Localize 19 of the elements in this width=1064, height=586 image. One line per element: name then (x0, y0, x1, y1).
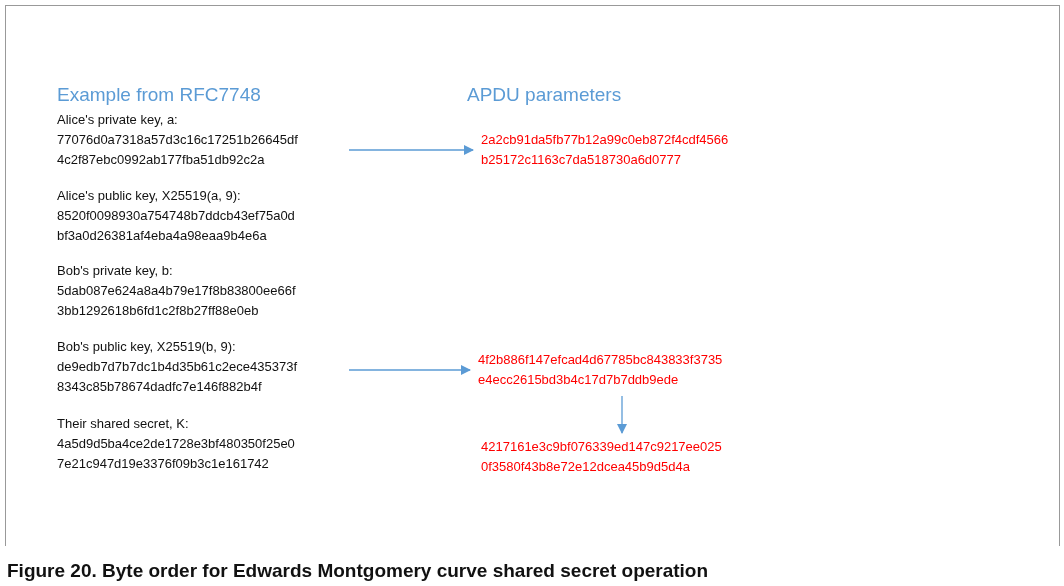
hex-value: 4a5d9d5ba4ce2de1728e3bf480350f25e0 7e21c947d19e3376f09b3c1e161742 (57, 435, 296, 473)
hex-value: 4217161e3c9bf076339ed147c9217ee025 0f3580f43b8e72e12dcea45b9d5d4a (481, 438, 723, 476)
key-heading: Alice's private key, a: (57, 111, 178, 129)
key-heading: Alice's public key, X25519(a, 9): (57, 187, 241, 205)
key-heading: Their shared secret, K: (57, 415, 189, 433)
column-heading: Example from RFC7748 (57, 84, 261, 106)
hex-value: de9edb7d7b7dc1b4d35b61c2ece435373f 8343c85b78674dadfc7e146f882b4f (57, 358, 298, 396)
hex-value: 77076d0a7318a57d3c16c17251b26645df 4c2f87ebc0992ab177fba51db92c2a (57, 131, 299, 169)
hex-value: 4f2b886f147efcad4d67785bc843833f3735 e4ecc2615bd3b4c17d7b7ddb9ede (478, 351, 724, 389)
arrow (348, 145, 474, 155)
column-heading: APDU parameters (467, 84, 622, 106)
hex-value: 8520f0098930a754748b7ddcb43ef75a0d bf3a0d26381af4eba4a98eaa9b4e6a (57, 207, 296, 245)
figure-caption: Figure 20. Byte order for Edwards Montgomery curve shared secret operation (7, 560, 709, 582)
key-heading: Bob's public key, X25519(b, 9): (57, 338, 236, 356)
arrow (617, 395, 627, 434)
hex-value: 5dab087e624a8a4b79e17f8b83800ee66f 3bb1292618b6fd1c2f8b27ff88e0eb (57, 282, 297, 320)
arrow (348, 365, 471, 375)
key-heading: Bob's private key, b: (57, 262, 173, 280)
hex-value: 2a2cb91da5fb77b12a99c0eb872f4cdf4566 b25172c1163c7da518730a6d0777 (481, 131, 730, 169)
